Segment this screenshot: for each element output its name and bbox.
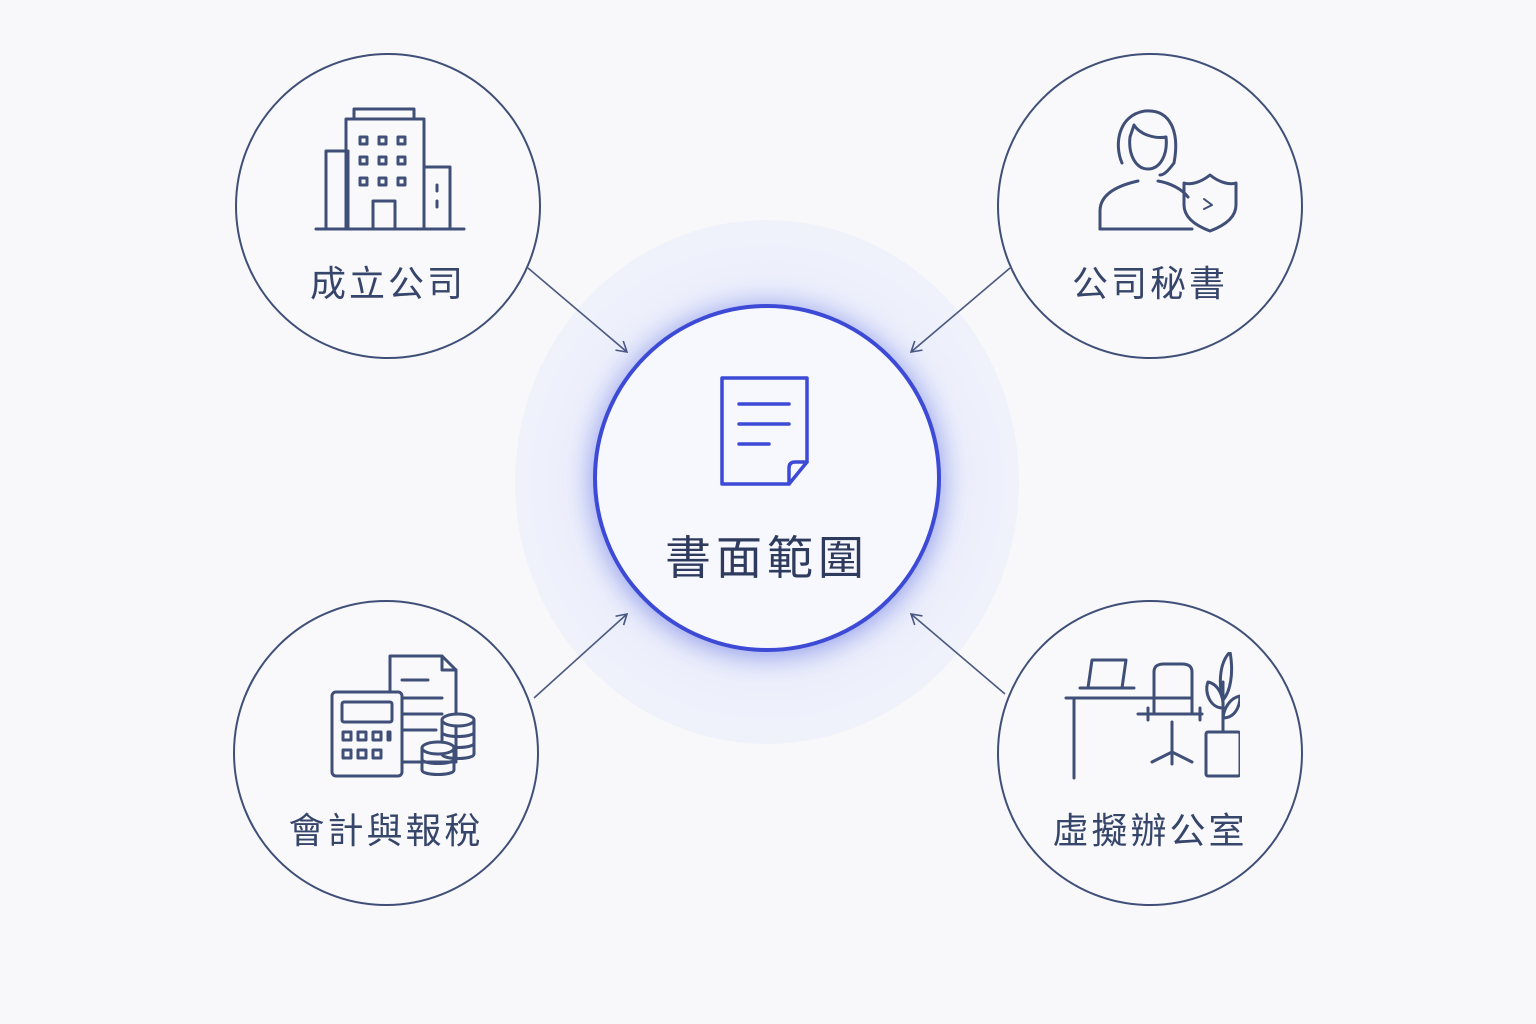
node-label-company-setup: 成立公司 bbox=[309, 264, 466, 305]
arrow-top-left bbox=[527, 267, 629, 354]
node-virtual-office[interactable]: 虛擬辦公室 bbox=[997, 600, 1303, 906]
document-icon bbox=[720, 376, 809, 486]
node-accounting-tax[interactable]: 會計與報稅 bbox=[233, 600, 539, 906]
office-building-icon bbox=[314, 107, 466, 231]
calculator-coins-icon bbox=[330, 654, 476, 778]
node-label-accounting-tax: 會計與報稅 bbox=[288, 811, 484, 852]
node-company-setup[interactable]: 成立公司 bbox=[235, 53, 541, 359]
person-shield-icon bbox=[1098, 109, 1238, 233]
arrow-bottom-left bbox=[533, 612, 629, 699]
node-label-virtual-office: 虛擬辦公室 bbox=[1052, 811, 1248, 852]
desk-chair-plant-icon bbox=[1064, 652, 1240, 780]
center-label: 書面範圍 bbox=[665, 531, 869, 585]
center-node[interactable]: 書面範圍 bbox=[593, 304, 941, 652]
arrow-bottom-right bbox=[909, 612, 1006, 695]
arrow-top-right bbox=[909, 267, 1011, 354]
node-company-secretary[interactable]: 公司秘書 bbox=[997, 53, 1303, 359]
node-label-company-secretary: 公司秘書 bbox=[1071, 264, 1228, 305]
